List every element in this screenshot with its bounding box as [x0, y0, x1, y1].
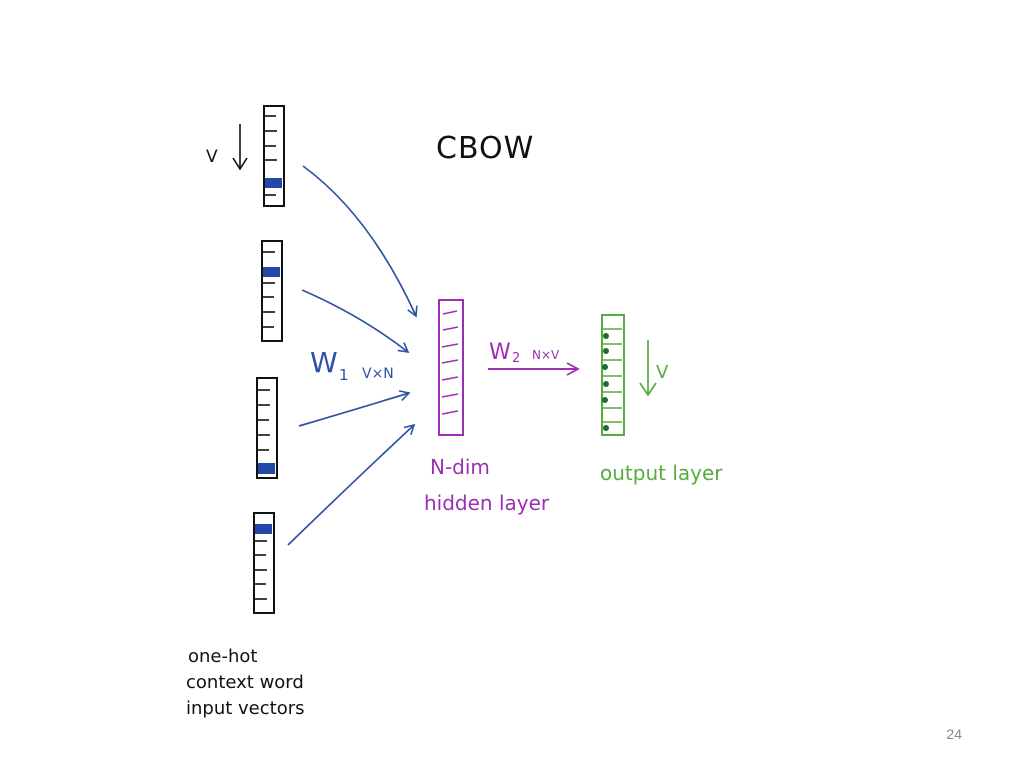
output-dot — [603, 348, 609, 354]
w1-label: W 1 V×N — [310, 346, 394, 384]
w2-dims: N×V — [532, 348, 560, 362]
output-layer-vector — [601, 314, 625, 436]
input-arrows — [287, 165, 418, 546]
vector-frame — [253, 512, 275, 614]
w1-dims: V×N — [362, 366, 394, 382]
hidden-layer-vector — [438, 299, 464, 436]
arrow-input-1 — [302, 165, 418, 318]
one-hot-cell — [258, 463, 275, 474]
w2-main: W — [489, 340, 511, 365]
vector-frame — [256, 377, 278, 479]
arrow-input-4 — [287, 423, 416, 546]
input-vector-4 — [253, 512, 275, 614]
slide-number: 24 — [946, 726, 962, 742]
output-dot — [602, 364, 608, 370]
vector-frame — [601, 314, 625, 436]
down-arrow-icon — [639, 382, 657, 397]
w1-main: W — [310, 346, 338, 379]
input-vector-2 — [261, 240, 283, 342]
down-arrow-icon — [232, 157, 248, 171]
input-caption-line-3: input vectors — [186, 698, 305, 719]
output-dim-marker: V — [639, 340, 669, 397]
input-dim-label: V — [206, 147, 218, 167]
one-hot-cell — [263, 267, 280, 277]
input-caption-line-1: one-hot — [188, 646, 257, 667]
output-caption: output layer — [600, 461, 723, 485]
input-vector-1 — [263, 105, 285, 207]
output-dot — [603, 425, 609, 431]
output-dim-label: V — [656, 362, 669, 383]
hidden-caption-line-2: hidden layer — [424, 491, 550, 515]
vector-frame — [438, 299, 464, 436]
vector-frame — [263, 105, 285, 207]
output-dot — [602, 397, 608, 403]
diagram-title: CBOW — [436, 131, 534, 166]
input-vector-3 — [256, 377, 278, 479]
w2-label: W 2 N×V — [489, 340, 560, 366]
w1-subscript: 1 — [339, 366, 349, 384]
vector-frame — [261, 240, 283, 342]
w2-subscript: 2 — [512, 351, 520, 366]
output-dot — [603, 333, 609, 339]
one-hot-cell — [265, 178, 282, 188]
arrow-input-3 — [298, 390, 411, 427]
one-hot-cell — [255, 524, 272, 534]
input-dim-marker: V — [206, 124, 248, 171]
hidden-caption-line-1: N-dim — [430, 455, 490, 479]
arrow-input-2 — [301, 289, 410, 354]
output-dot — [603, 381, 609, 387]
input-caption-line-2: context word — [186, 672, 304, 693]
